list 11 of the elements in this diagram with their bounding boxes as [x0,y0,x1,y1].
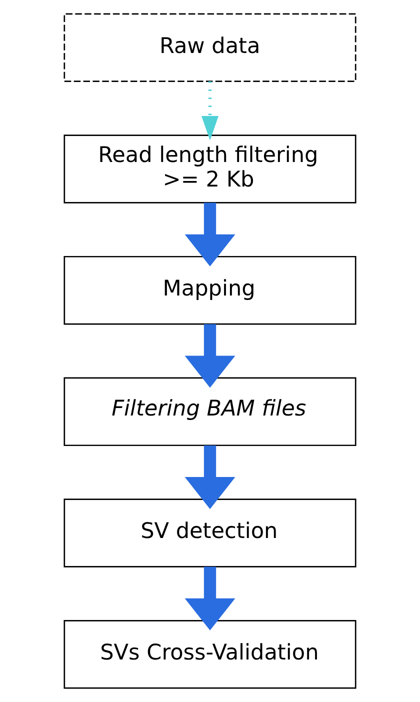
arrow [184,445,236,510]
node-box: SVs Cross-Validation [64,620,356,689]
node-box: SV detection [64,498,356,568]
node-box: Read length filtering >= 2 Kb [64,134,356,204]
arrow [184,202,236,266]
arrow [202,81,218,140]
node-box: Filtering BAM files [64,377,356,446]
node-box: Mapping [64,256,356,325]
arrow [184,324,236,388]
arrow [184,566,236,630]
node-box: Raw data [64,13,356,82]
